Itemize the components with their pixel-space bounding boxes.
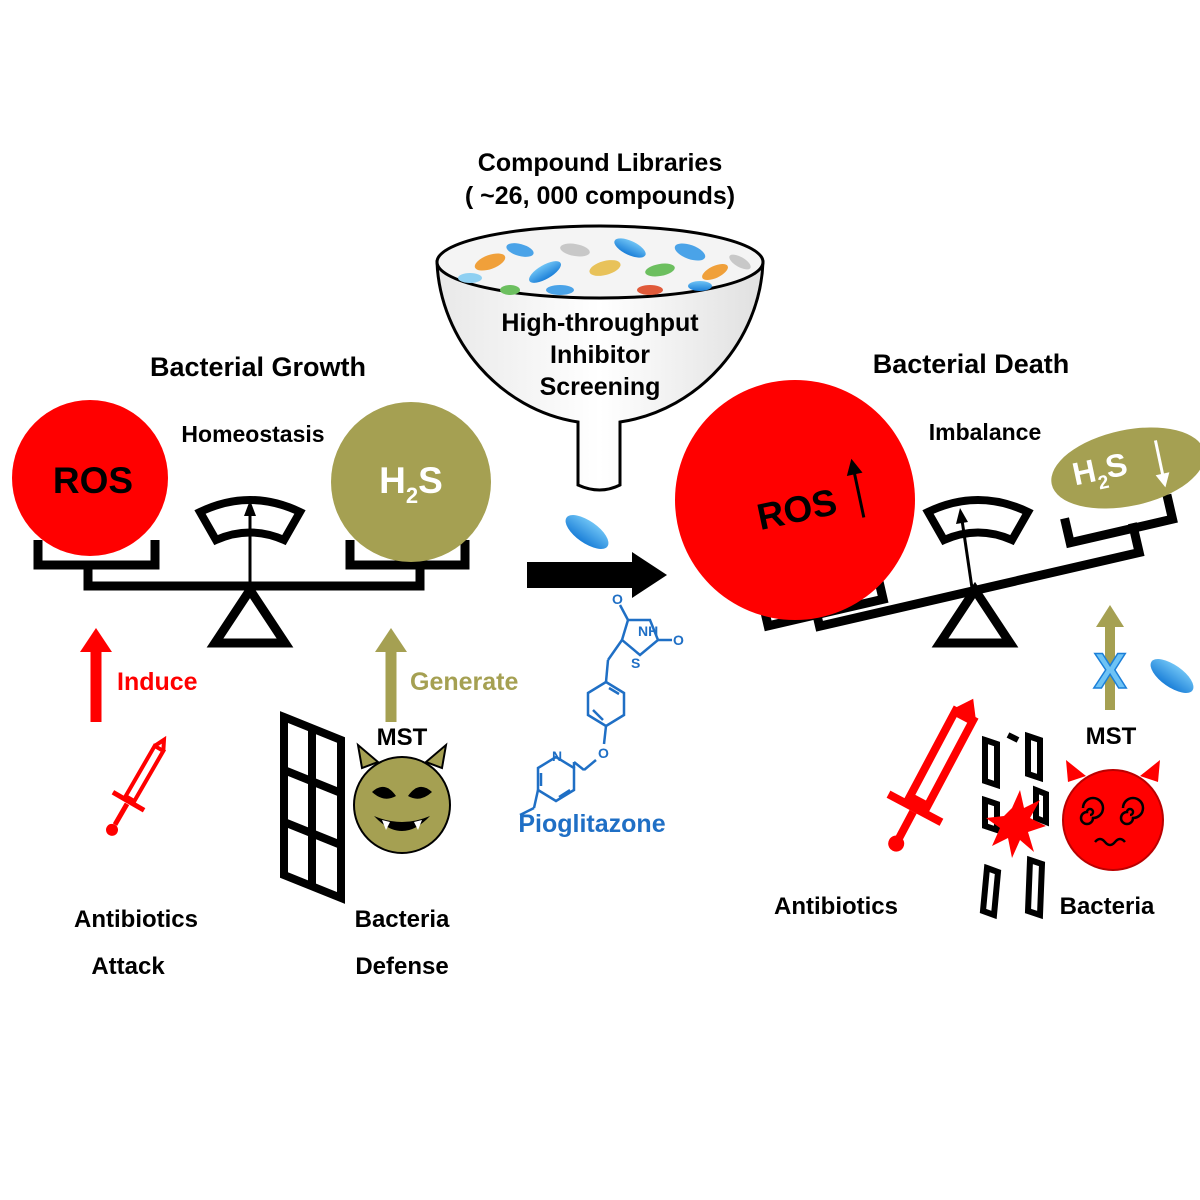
left-h2s-label: H2S [379, 460, 443, 508]
svg-text:O: O [673, 632, 684, 648]
left-antibiotics-label-1: Antibiotics [74, 906, 198, 933]
funnel-label-1: High-throughput [501, 309, 699, 337]
right-balance-label: Imbalance [929, 419, 1042, 445]
bacteria-devil-icon [353, 742, 451, 854]
right-bacteria-label: Bacteria [1060, 893, 1155, 920]
left-balance-label: Homeostasis [181, 421, 324, 447]
right-title: Bacterial Death [873, 349, 1070, 379]
left-title: Bacterial Growth [150, 352, 366, 382]
broken-wall-icon [979, 731, 1049, 920]
svg-text:NH: NH [638, 623, 658, 639]
funnel-label-2: Inhibitor [550, 341, 650, 369]
generate-label: Generate [410, 668, 518, 696]
selected-pill [565, 515, 609, 549]
left-h2s-circle [331, 402, 491, 562]
svg-text:O: O [612, 591, 623, 607]
screening-funnel [435, 224, 765, 492]
library-count: ( ~26, 000 compounds) [465, 182, 735, 210]
induce-label: Induce [117, 668, 198, 696]
big-sword-icon [886, 698, 979, 852]
ros-up-arrow-icon [846, 458, 866, 518]
transition-arrow [527, 552, 667, 598]
left-bacteria-label-2: Defense [355, 953, 448, 980]
induce-arrow [80, 628, 112, 722]
left-mst-label: MST [377, 724, 428, 751]
svg-text:O: O [598, 745, 609, 761]
compound-pills [458, 238, 751, 295]
left-antibiotics-label-2: Attack [91, 953, 165, 980]
generate-arrow [375, 628, 407, 722]
wall-icon [280, 711, 345, 904]
h2s-down-arrow-icon [1153, 440, 1170, 488]
left-ros-label: ROS [53, 460, 133, 501]
pioglitazone-atoms: O NH O S O N [552, 591, 684, 764]
right-ros-circle [675, 380, 915, 620]
left-balance-scale [33, 496, 470, 648]
svg-text:N: N [552, 748, 562, 764]
library-title: Compound Libraries [478, 149, 722, 177]
right-mst-label: MST [1086, 723, 1137, 750]
blocked-generate-arrow [1096, 605, 1124, 710]
compound-name: Pioglitazone [518, 810, 665, 838]
left-bacteria-label-1: Bacteria [355, 906, 450, 933]
left-ros-circle [12, 400, 168, 556]
right-h2s-ellipse [1051, 427, 1200, 509]
sword-icon [106, 735, 167, 836]
inhibitor-pill [1150, 659, 1194, 693]
funnel-label-3: Screening [540, 373, 661, 401]
block-mark: X [1093, 643, 1126, 699]
dizzy-bacteria-devil-icon [1062, 760, 1164, 871]
right-antibiotics-label: Antibiotics [774, 893, 898, 920]
explosion-icon [986, 790, 1046, 858]
svg-text:S: S [631, 655, 640, 671]
pioglitazone-structure [519, 604, 672, 817]
